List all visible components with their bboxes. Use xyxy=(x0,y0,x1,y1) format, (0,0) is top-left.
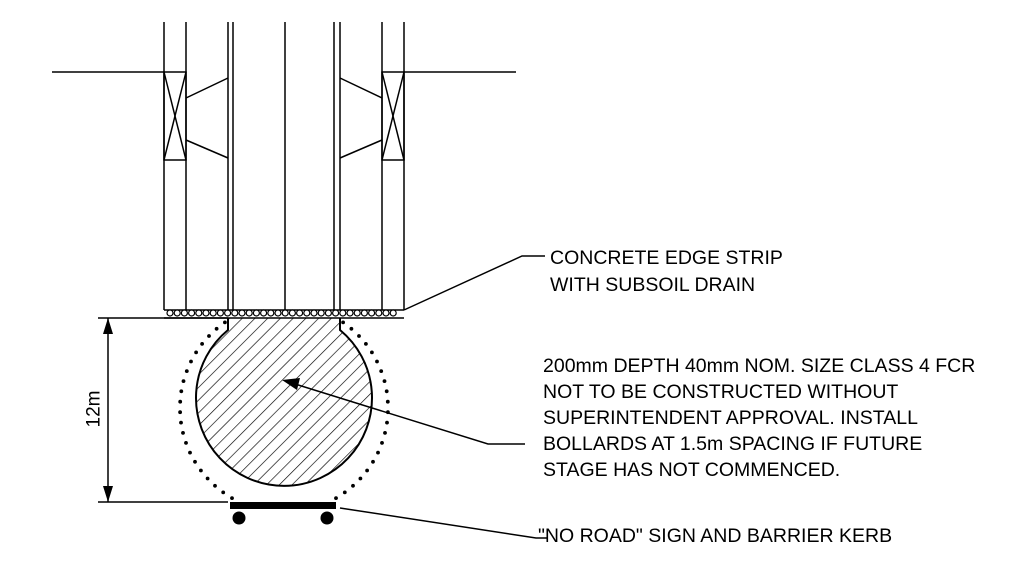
subsoil-drain-dot xyxy=(216,309,224,317)
subsoil-drain-dot xyxy=(209,309,217,317)
subsoil-drain-dot xyxy=(267,309,275,317)
subsoil-drain-dot xyxy=(184,369,189,373)
subsoil-drain-dot xyxy=(238,309,246,317)
subsoil-drain-dot xyxy=(194,350,199,355)
subsoil-drain-dot xyxy=(173,309,181,317)
subsoil-drain-dot xyxy=(202,309,210,317)
road-corridor-lines xyxy=(163,22,405,311)
subsoil-drain-dot xyxy=(260,309,268,317)
subsoil-drain-dot xyxy=(370,350,374,355)
subsoil-drain-dot xyxy=(368,309,376,317)
subsoil-drain-dot xyxy=(383,431,387,435)
subsoil-drain-dot xyxy=(332,309,340,317)
right-driveway-crossover xyxy=(339,71,405,161)
fcr-note-line1: 200mm DEPTH 40mm NOM. SIZE CLASS 4 FCR xyxy=(543,355,976,377)
subsoil-drain-dot xyxy=(281,309,289,317)
subsoil-drain-dot xyxy=(245,309,253,317)
subsoil-drain-dot xyxy=(184,441,188,445)
subsoil-drain-dot xyxy=(375,309,383,317)
subsoil-drain-dot xyxy=(342,490,347,495)
subsoil-drain-dot xyxy=(379,369,384,373)
fcr-note-line2: NOT TO BE CONSTRUCTED WITHOUT xyxy=(543,381,899,403)
subsoil-drain-dot xyxy=(205,476,210,481)
dimension-12m xyxy=(98,317,228,503)
subsoil-drain-dot xyxy=(179,420,183,425)
subsoil-drain-dot xyxy=(166,309,174,317)
subsoil-drain-dot xyxy=(221,490,226,495)
left-driveway-crossover xyxy=(163,71,229,161)
subsoil-drain-dot xyxy=(382,379,387,383)
subsoil-drain-dot xyxy=(230,496,234,500)
subsoil-drain-dot xyxy=(317,309,325,317)
subsoil-drain-dot xyxy=(382,309,390,317)
subsoil-drain-dot xyxy=(252,309,260,317)
subsoil-drain-dot xyxy=(195,309,203,317)
subsoil-drain-dot xyxy=(200,342,205,346)
subsoil-drain-dot xyxy=(178,399,183,404)
subsoil-drain-dot xyxy=(334,496,338,500)
fcr-note-line5: STAGE HAS NOT COMMENCED. xyxy=(543,459,841,481)
subsoil-drain-dot xyxy=(224,309,232,317)
subsoil-drain-dot xyxy=(178,410,183,415)
subsoil-drain-dot xyxy=(364,342,368,346)
fcr-note-line3: SUPERINTENDENT APPROVAL. INSTALL xyxy=(543,407,918,429)
subsoil-drain-dot xyxy=(357,334,361,338)
subsoil-drain-dot xyxy=(375,359,379,364)
subsoil-drain-dot xyxy=(303,309,311,317)
subsoil-drain-dot xyxy=(179,389,184,394)
fcr-turnaround-bulb xyxy=(178,318,390,500)
subsoil-drain-dot xyxy=(288,309,296,317)
subsoil-drain-dot xyxy=(351,483,355,488)
subsoil-drain-dot xyxy=(353,309,361,317)
subsoil-drain-dot xyxy=(310,309,318,317)
concrete-edge-strip xyxy=(164,309,404,319)
edge-strip-label-line1: CONCRETE EDGE STRIP xyxy=(550,247,783,269)
subsoil-drain-dot xyxy=(231,309,239,317)
subsoil-drain-dot xyxy=(189,359,193,364)
subsoil-drain-dot xyxy=(365,468,369,473)
subsoil-drain-dot xyxy=(199,468,203,473)
subsoil-drain-dot xyxy=(385,420,389,425)
sign-kerb-label: "NO ROAD" SIGN AND BARRIER KERB xyxy=(538,525,893,547)
subsoil-drain-dot xyxy=(341,320,345,325)
subsoil-drain-dot xyxy=(207,334,211,338)
subsoil-drain-dot xyxy=(346,309,354,317)
subsoil-drain-dot xyxy=(274,309,282,317)
subsoil-drain-dot xyxy=(349,326,354,331)
subsoil-drain-dot xyxy=(181,431,185,435)
barrier-kerb xyxy=(230,502,336,525)
subsoil-drain-dot xyxy=(180,309,188,317)
subsoil-drain-dot xyxy=(188,450,192,455)
subsoil-drain-dot xyxy=(385,399,390,404)
edge-strip-label-line2: WITH SUBSOIL DRAIN xyxy=(550,274,756,296)
subsoil-drain-dot xyxy=(296,309,304,317)
subsoil-drain-dot xyxy=(339,309,347,317)
subsoil-drain-dot xyxy=(324,309,332,317)
subsoil-drain-dot xyxy=(223,320,227,325)
subsoil-drain-dot xyxy=(358,476,363,481)
subsoil-drain-dot xyxy=(214,326,219,331)
subsoil-drain-dot xyxy=(384,389,389,394)
subsoil-drain-dot xyxy=(360,309,368,317)
fcr-leader-arrowhead xyxy=(282,378,300,390)
dimension-label: 12m xyxy=(83,390,105,428)
subsoil-drain-dot xyxy=(371,459,375,464)
subsoil-drain-dot xyxy=(188,309,196,317)
subsoil-drain-dot xyxy=(213,483,217,488)
fcr-note-line4: BOLLARDS AT 1.5m SPACING IF FUTURE xyxy=(543,433,923,455)
subsoil-drain-dot xyxy=(193,459,197,464)
subsoil-drain-dot xyxy=(376,450,380,455)
leader-lines xyxy=(294,255,548,539)
subsoil-drain-dot xyxy=(380,441,384,445)
subsoil-drain-dot xyxy=(181,379,186,383)
subsoil-drain-dot xyxy=(389,309,397,317)
